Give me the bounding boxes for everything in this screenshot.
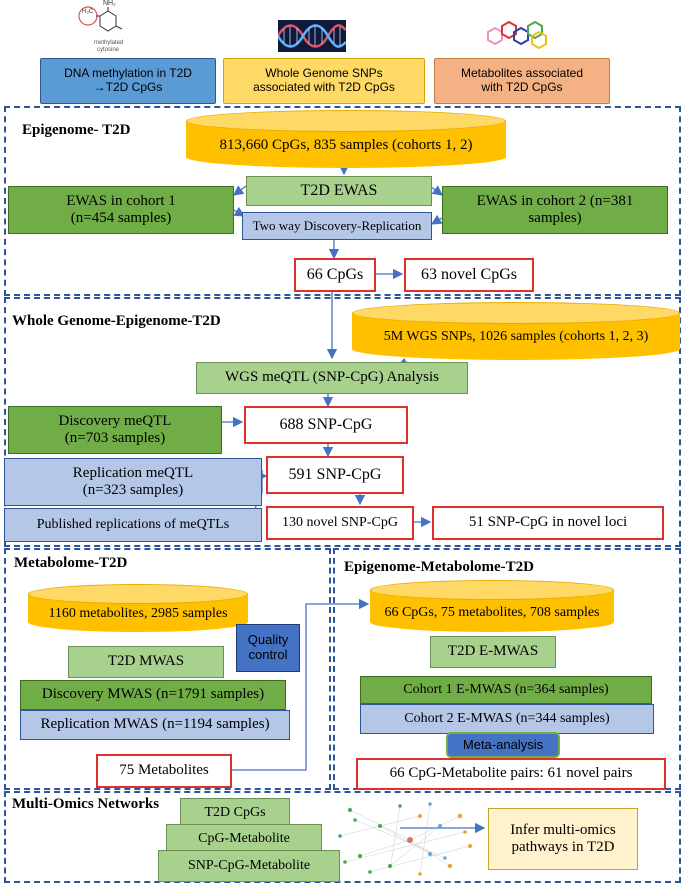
infer-pathways-box: Infer multi-omics pathways in T2D (488, 808, 638, 870)
wgs-title: Whole Genome-Epigenome-T2D (12, 313, 221, 329)
section-networks (4, 791, 681, 883)
header-box-methylation: DNA methylation in T2D →T2D CpGs (40, 58, 216, 104)
molecule-label-top: NH₂ (103, 0, 116, 7)
two-way-discovery-box: Two way Discovery-Replication (242, 212, 432, 240)
snp-cpg-688-box: 688 SNP-CpG (244, 406, 408, 444)
epi-metab-database-cylinder: 66 CpGs, 75 metabolites, 708 samples (370, 580, 614, 634)
network-graph-image (330, 796, 480, 880)
snp-cpg-novel-loci-box: 51 SNP-CpG in novel loci (432, 506, 664, 540)
t2d-mwas-box: T2D MWAS (68, 646, 224, 678)
wgs-database-label: 5M WGS SNPs, 1026 samples (cohorts 1, 2,… (383, 329, 649, 344)
cohort1-emwas-box: Cohort 1 E-MWAS (n=364 samples) (360, 676, 652, 704)
meta-analysis-box: Meta-analysis (446, 732, 560, 758)
section-wgs (4, 297, 681, 547)
cpg-database-cylinder: 813,660 CpGs, 835 samples (cohorts 1, 2) (186, 110, 506, 170)
cpgs-66-box: 66 CpGs (294, 258, 376, 292)
quality-control-box: Quality control (236, 624, 300, 672)
metabolite-database-cylinder: 1160 metabolites, 2985 samples (28, 584, 248, 634)
discovery-mwas-box: Discovery MWAS (n=1791 samples) (20, 680, 286, 710)
header-box-metabolites: Metabolites associated with T2D CpGs (434, 58, 610, 104)
epigenome-title: Epigenome- T2D (22, 122, 131, 138)
ewas-cohort2-box: EWAS in cohort 2 (n=381 samples) (442, 186, 668, 234)
section-epigenome (4, 106, 681, 296)
metabolite-hexagons-icon (478, 20, 554, 52)
snp-cpg-591-box: 591 SNP-CpG (266, 456, 404, 494)
discovery-meqtl-box: Discovery meQTL (n=703 samples) (8, 406, 222, 454)
methylated-cytosine-icon (72, 2, 142, 56)
epi-metab-database-label: 66 CpGs, 75 metabolites, 708 samples (384, 605, 600, 620)
dna-helix-icon (278, 20, 346, 52)
novel-cpgs-63-box: 63 novel CpGs (404, 258, 534, 292)
section-metabolome (4, 548, 331, 790)
t2d-ewas-box: T2D EWAS (246, 176, 432, 206)
cohort2-emwas-box: Cohort 2 E-MWAS (n=344 samples) (360, 704, 654, 734)
epi-metabolome-title: Epigenome-Metabolome-T2D (344, 559, 534, 575)
cpg-database-label: 813,660 CpGs, 835 samples (cohorts 1, 2) (219, 136, 473, 153)
ewas-cohort1-box: EWAS in cohort 1 (n=454 samples) (8, 186, 234, 234)
novel-snp-cpg-130-box: 130 novel SNP-CpG (266, 506, 414, 540)
t2d-emwas-box: T2D E-MWAS (430, 636, 556, 668)
metabolite-database-label: 1160 metabolites, 2985 samples (48, 606, 228, 621)
cpg-metabolite-pairs-box: 66 CpG-Metabolite pairs: 61 novel pairs (356, 758, 666, 790)
layer-snp-cpg-metabolite: SNP-CpG-Metabolite (158, 850, 340, 882)
wgs-meqtl-analysis-box: WGS meQTL (SNP-CpG) Analysis (196, 362, 468, 394)
metabolites-75-box: 75 Metabolites (96, 754, 232, 788)
replication-meqtl-box: Replication meQTL (n=323 samples) (4, 458, 262, 506)
published-replications-box: Published replications of meQTLs (4, 508, 262, 542)
molecule-caption-1: methylated (94, 40, 124, 46)
replication-mwas-box: Replication MWAS (n=1194 samples) (20, 710, 290, 740)
header-box-snps: Whole Genome SNPs associated with T2D Cp… (223, 58, 425, 104)
wgs-database-cylinder: 5M WGS SNPs, 1026 samples (cohorts 1, 2,… (352, 302, 680, 362)
molecule-label-side: H₃C (82, 9, 94, 15)
molecule-caption-2: cytosine (97, 47, 120, 53)
metabolome-title: Metabolome-T2D (14, 555, 128, 571)
networks-title: Multi-Omics Networks (12, 796, 160, 812)
